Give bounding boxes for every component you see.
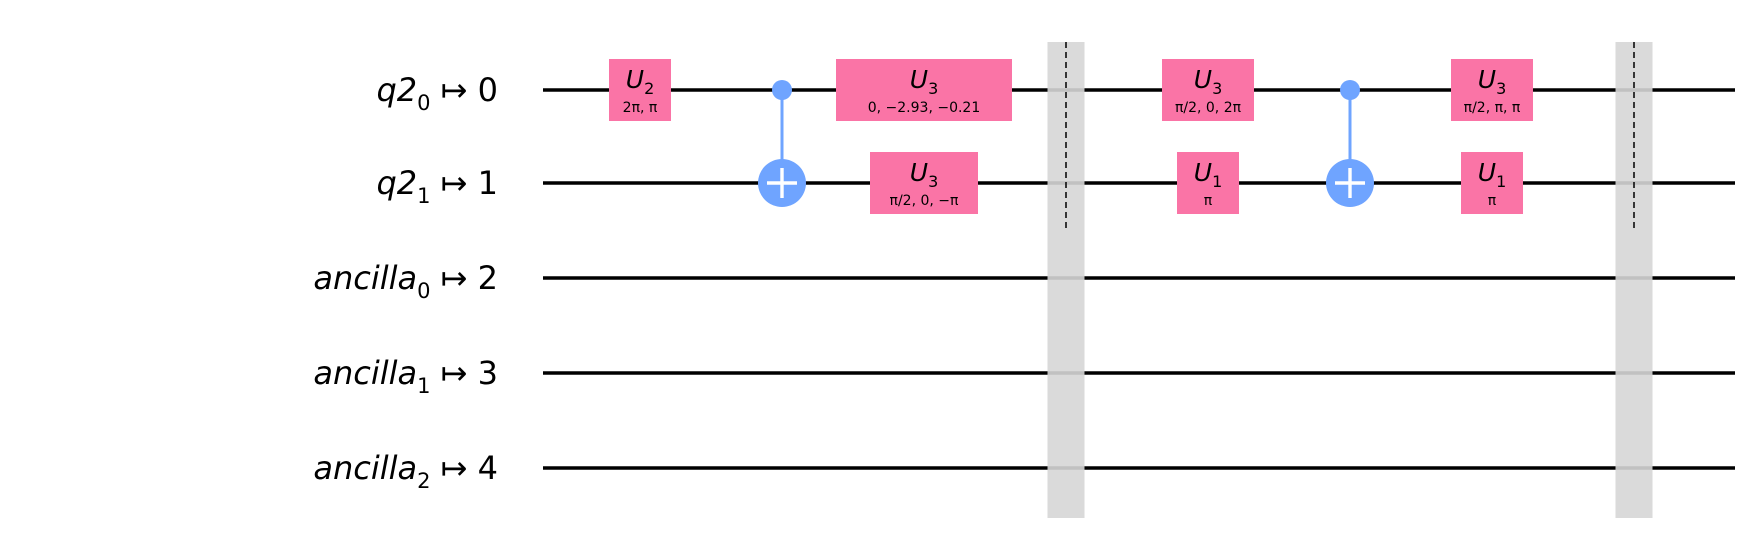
cnot-gates bbox=[758, 80, 1374, 207]
gate-0: U2 2π, π bbox=[609, 59, 671, 121]
wire-label-mapping: ↦ 2 bbox=[430, 259, 498, 297]
wire-label-subscript: 1 bbox=[417, 374, 430, 398]
barriers bbox=[1047, 42, 1653, 518]
gate-1: U3 0, −2.93, −0.21 bbox=[836, 59, 1012, 121]
gate-label-subscript: 3 bbox=[1212, 79, 1222, 98]
gate-label-subscript: 3 bbox=[928, 79, 938, 98]
gate-params: π/2, 0, 2π bbox=[1175, 100, 1242, 116]
gate-box bbox=[870, 152, 978, 214]
gate-6: U1 π bbox=[1461, 152, 1523, 214]
gate-label-subscript: 1 bbox=[1496, 172, 1506, 191]
gate-label: U3 bbox=[910, 65, 939, 98]
gate-label-name: U bbox=[1478, 158, 1496, 187]
wire-label-mapping: ↦ 3 bbox=[430, 354, 498, 392]
gate-4: U1 π bbox=[1177, 152, 1239, 214]
wire-label-name: q2 bbox=[376, 164, 417, 202]
gate-label-name: U bbox=[910, 158, 928, 187]
gate-label-subscript: 3 bbox=[1496, 79, 1506, 98]
gate-label-subscript: 1 bbox=[1212, 172, 1222, 191]
gate-label: U2 bbox=[626, 65, 655, 98]
gate-label-name: U bbox=[910, 65, 928, 94]
wire-label-name: ancilla bbox=[313, 354, 417, 392]
gate-2: U3 π/2, 0, −π bbox=[870, 152, 978, 214]
gate-label: U3 bbox=[1194, 65, 1223, 98]
wire-label-subscript: 0 bbox=[417, 91, 430, 115]
gate-5: U3 π/2, π, π bbox=[1451, 59, 1533, 121]
gate-label-name: U bbox=[1478, 65, 1496, 94]
cnot-control-dot bbox=[1340, 80, 1360, 100]
barrier-0 bbox=[1047, 42, 1085, 518]
qubit-wires bbox=[543, 88, 1735, 470]
gate-box bbox=[836, 59, 1012, 121]
wire-label-name: q2 bbox=[376, 71, 417, 109]
gate-label-name: U bbox=[626, 65, 644, 94]
wire-label-name: ancilla bbox=[313, 259, 417, 297]
gate-label-name: U bbox=[1194, 65, 1212, 94]
wire-label-subscript: 0 bbox=[417, 279, 430, 303]
gate-box bbox=[1177, 152, 1239, 214]
cnot-gate-1 bbox=[1326, 80, 1374, 207]
wire-label-subscript: 1 bbox=[417, 184, 430, 208]
gate-label-subscript: 2 bbox=[644, 79, 654, 98]
gate-params: π bbox=[1204, 193, 1213, 209]
wire-label-3: ancilla1 ↦ 3 bbox=[313, 354, 498, 398]
wire-label-mapping: ↦ 4 bbox=[430, 449, 498, 487]
gate-box bbox=[1461, 152, 1523, 214]
wire-label-2: ancilla0 ↦ 2 bbox=[313, 259, 498, 303]
wire-label-1: q21 ↦ 1 bbox=[376, 164, 498, 208]
wire-label-subscript: 2 bbox=[417, 469, 430, 493]
gate-label: U1 bbox=[1478, 158, 1507, 191]
wire-label-mapping: ↦ 0 bbox=[430, 71, 498, 109]
gate-params: π/2, π, π bbox=[1464, 100, 1521, 116]
gate-box bbox=[1451, 59, 1533, 121]
wire-label-0: q20 ↦ 0 bbox=[376, 71, 498, 115]
gate-params: 0, −2.93, −0.21 bbox=[868, 100, 981, 116]
barrier-1 bbox=[1615, 42, 1653, 518]
gate-label: U3 bbox=[1478, 65, 1507, 98]
gate-label-name: U bbox=[1194, 158, 1212, 187]
gate-3: U3 π/2, 0, 2π bbox=[1162, 59, 1254, 121]
gate-label-subscript: 3 bbox=[928, 172, 938, 191]
gate-params: π/2, 0, −π bbox=[890, 193, 959, 209]
wire-label-4: ancilla2 ↦ 4 bbox=[313, 449, 498, 493]
cnot-control-dot bbox=[772, 80, 792, 100]
cnot-gate-0 bbox=[758, 80, 806, 207]
gate-label: U1 bbox=[1194, 158, 1223, 191]
gate-label: U3 bbox=[910, 158, 939, 191]
wire-label-mapping: ↦ 1 bbox=[430, 164, 498, 202]
gate-params: 2π, π bbox=[623, 100, 658, 116]
gate-box bbox=[609, 59, 671, 121]
wire-label-name: ancilla bbox=[313, 449, 417, 487]
gate-params: π bbox=[1488, 193, 1497, 209]
gate-box bbox=[1162, 59, 1254, 121]
